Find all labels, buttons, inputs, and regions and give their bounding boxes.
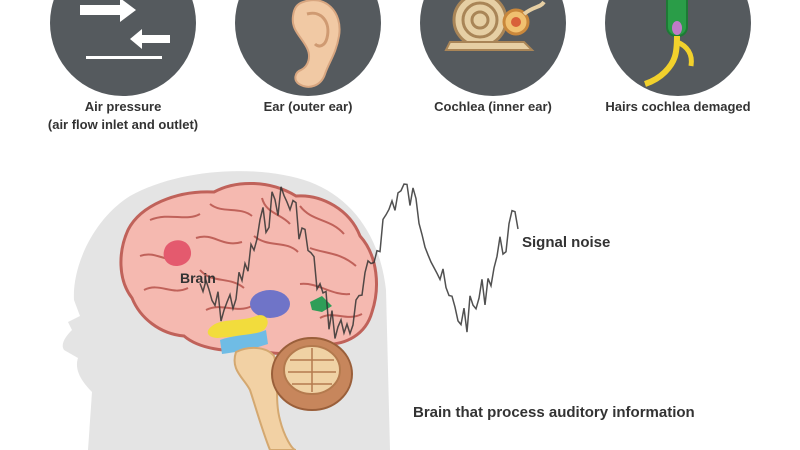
noise-waveform-line bbox=[199, 183, 519, 339]
air-pressure-label: Air pressure (air flow inlet and outlet) bbox=[13, 98, 233, 134]
hair-cell-icon-circle bbox=[605, 0, 751, 96]
ear-icon bbox=[291, 0, 341, 88]
blue-region bbox=[220, 330, 268, 354]
air-pressure-subtitle: (air flow inlet and outlet) bbox=[47, 117, 199, 132]
brainstem bbox=[233, 346, 297, 450]
hair-cells-title: Hairs cochlea demaged bbox=[605, 99, 751, 114]
signal-noise-label: Signal noise bbox=[522, 234, 611, 251]
brain-spot-red bbox=[163, 240, 192, 266]
cochlea-icon bbox=[444, 0, 546, 51]
hair-cell-icon bbox=[643, 0, 694, 87]
thalamus-region bbox=[250, 290, 290, 318]
brain-label: Brain bbox=[180, 270, 216, 286]
cochlea-icon-circle bbox=[420, 0, 566, 96]
hair-cells-label: Hairs cochlea demaged bbox=[568, 98, 788, 116]
outer-ear-title: Ear (outer ear) bbox=[263, 99, 353, 114]
outer-ear-label: Ear (outer ear) bbox=[198, 98, 418, 116]
air-pressure-title: Air pressure bbox=[84, 99, 162, 114]
cochlea-title: Cochlea (inner ear) bbox=[434, 99, 552, 114]
cochlea-label: Cochlea (inner ear) bbox=[383, 98, 603, 116]
air-pressure-icon-circle bbox=[50, 0, 196, 96]
auditory-processing-label: Brain that process auditory information bbox=[413, 404, 695, 421]
air-flow-arrows-icon bbox=[80, 0, 170, 59]
auditory-cortex-area bbox=[310, 296, 332, 312]
outer-ear-icon-circle bbox=[235, 0, 381, 96]
yellow-region bbox=[207, 315, 268, 338]
